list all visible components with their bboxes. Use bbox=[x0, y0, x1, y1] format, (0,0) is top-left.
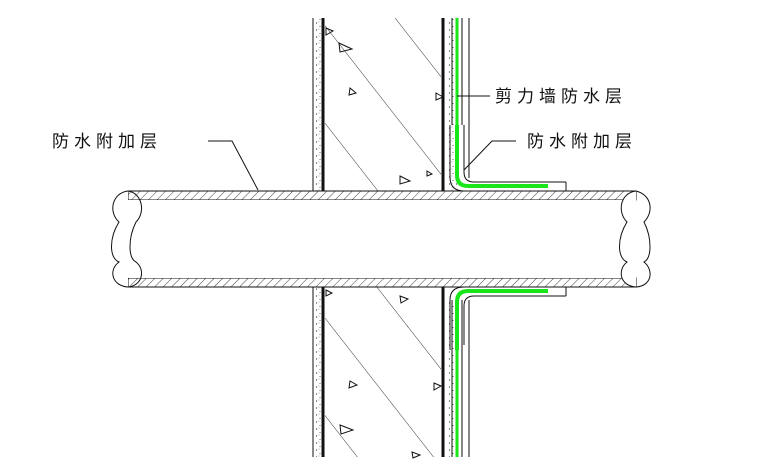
additional-waterproof-layer-upper bbox=[449, 125, 567, 192]
additional-waterproof-layer-lower bbox=[449, 286, 567, 350]
wall-lower bbox=[312, 287, 470, 459]
label-right-additional-layer: 防水附加层 bbox=[527, 132, 637, 152]
label-shear-wall-waterproof-layer: 剪力墙防水层 bbox=[495, 87, 627, 107]
leader-line-right bbox=[463, 140, 516, 171]
shear-wall-waterproof-membrane bbox=[451, 18, 463, 457]
pipe bbox=[111, 190, 651, 288]
leader-line-left bbox=[208, 140, 259, 191]
label-left-additional-layer: 防水附加层 bbox=[52, 132, 162, 152]
wall-upper bbox=[312, 18, 470, 191]
